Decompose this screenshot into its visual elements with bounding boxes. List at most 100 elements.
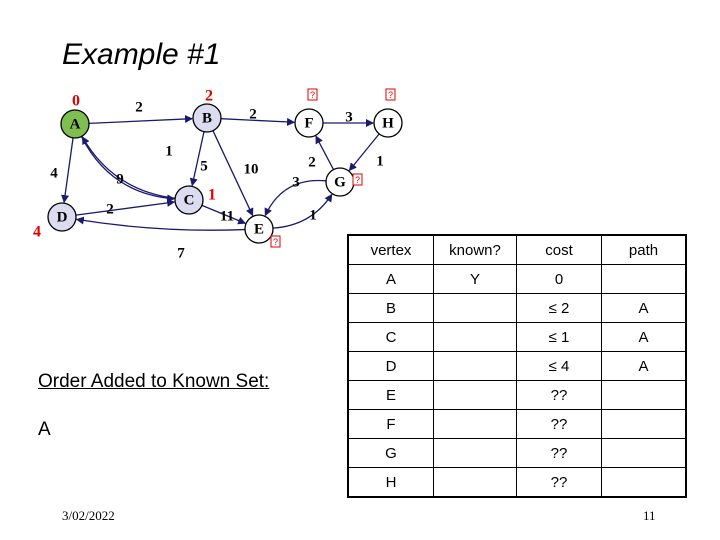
table-cell-known xyxy=(433,438,517,468)
table-cell-known xyxy=(433,409,517,439)
cost-label-a: 0 xyxy=(72,93,80,110)
node-label-h: H xyxy=(382,115,394,131)
node-a xyxy=(60,109,90,139)
edge-weight-a-b: 2 xyxy=(135,99,143,115)
edge-g-e xyxy=(264,179,327,217)
table-row: F?? xyxy=(347,409,687,439)
node-f xyxy=(294,108,324,138)
header-cost: cost xyxy=(516,234,602,265)
edge-c-a xyxy=(81,136,176,199)
edge-weight-b-c: 5 xyxy=(200,158,208,174)
table-cell-known xyxy=(433,322,517,352)
order-list: A xyxy=(38,419,51,440)
node-label-b: B xyxy=(202,110,212,126)
slide-title: Example #1 xyxy=(62,38,221,71)
svg-text:?: ? xyxy=(355,175,360,185)
table-cell-path xyxy=(601,467,687,498)
edge-weight-h-g: 1 xyxy=(376,153,384,169)
node-e xyxy=(244,214,274,244)
table-cell-vertex: G xyxy=(347,438,434,468)
infinity-cost-h: ?∞ xyxy=(385,88,396,101)
edge-weight-g-f: 2 xyxy=(308,154,316,170)
table-cell-known xyxy=(433,293,517,323)
table-cell-known: Y xyxy=(433,264,517,294)
table-cell-vertex: B xyxy=(347,293,434,323)
table-cell-cost: ≤ 2 xyxy=(516,293,602,323)
edge-g-f xyxy=(315,135,335,170)
infinity-cost-f: ?∞ xyxy=(307,88,318,101)
table-cell-path: A xyxy=(601,293,687,323)
node-label-g: G xyxy=(334,174,346,190)
table-cell-known xyxy=(433,351,517,381)
edge-e-g xyxy=(272,193,333,229)
edge-weight-g-e: 3 xyxy=(292,174,300,190)
table-cell-known xyxy=(433,380,517,410)
node-label-a: A xyxy=(70,116,81,132)
edge-weight-e-g: 1 xyxy=(309,207,317,223)
edge-weight-b-e: 10 xyxy=(244,161,259,177)
edge-b-f xyxy=(220,117,296,126)
table-row: H?? xyxy=(347,467,687,498)
table-cell-path xyxy=(601,264,687,294)
node-c xyxy=(174,185,204,215)
table-cell-cost: ?? xyxy=(516,438,602,468)
table-cell-vertex: E xyxy=(347,380,434,410)
svg-text:?: ? xyxy=(273,237,278,247)
table-row: G?? xyxy=(347,438,687,468)
table-header-row: vertex known? cost path xyxy=(347,234,687,265)
edge-a-d xyxy=(61,137,74,204)
edge-a-b xyxy=(88,115,194,125)
table-cell-cost: ≤ 1 xyxy=(516,322,602,352)
table-cell-vertex: D xyxy=(347,351,434,381)
node-label-c: C xyxy=(184,192,195,208)
cost-label-b: 2 xyxy=(205,88,213,105)
edge-a-c xyxy=(80,136,176,203)
table-cell-vertex: C xyxy=(347,322,434,352)
node-d xyxy=(47,202,77,232)
edge-weight-e-d: 7 xyxy=(177,245,185,261)
order-heading: Order Added to Known Set: xyxy=(38,371,270,392)
edge-weight-c-a: 9 xyxy=(116,171,124,187)
edge-d-c xyxy=(75,198,176,216)
table-cell-cost: 0 xyxy=(516,264,602,294)
cost-label-d: 4 xyxy=(33,224,41,241)
header-vertex: vertex xyxy=(347,234,434,265)
table-cell-cost: ≤ 4 xyxy=(516,351,602,381)
edge-b-e xyxy=(212,130,254,217)
header-path: path xyxy=(601,234,687,265)
table-row: E?? xyxy=(347,380,687,410)
infinity-cost-g: ?∞ xyxy=(352,173,363,186)
table-cell-path: A xyxy=(601,351,687,381)
edge-weight-a-c: 1 xyxy=(165,143,173,159)
page-number: 11 xyxy=(643,508,656,523)
cost-label-c: 1 xyxy=(208,187,216,204)
edge-e-d xyxy=(75,216,246,231)
table-cell-cost: ?? xyxy=(516,380,602,410)
table-cell-known xyxy=(433,467,517,498)
edge-weight-c-e: 11 xyxy=(220,208,234,224)
table-cell-cost: ?? xyxy=(516,409,602,439)
node-label-d: D xyxy=(57,209,68,225)
svg-text:?: ? xyxy=(310,90,315,100)
node-label-e: E xyxy=(254,221,264,237)
table-cell-vertex: A xyxy=(347,264,434,294)
table-cell-vertex: H xyxy=(347,467,434,498)
edge-weight-f-h: 3 xyxy=(345,109,353,125)
edge-weight-a-d: 4 xyxy=(50,165,58,181)
edge-weight-d-c: 2 xyxy=(106,201,114,217)
node-label-f: F xyxy=(304,115,313,131)
footer-date: 3/02/2022 xyxy=(62,508,115,523)
edge-h-g xyxy=(348,133,380,172)
edge-c-e xyxy=(201,204,247,225)
table-cell-vertex: F xyxy=(347,409,434,439)
table-cell-path xyxy=(601,438,687,468)
table-cell-path xyxy=(601,409,687,439)
table-cell-path xyxy=(601,380,687,410)
edge-b-c xyxy=(189,131,205,187)
node-h xyxy=(373,108,403,138)
